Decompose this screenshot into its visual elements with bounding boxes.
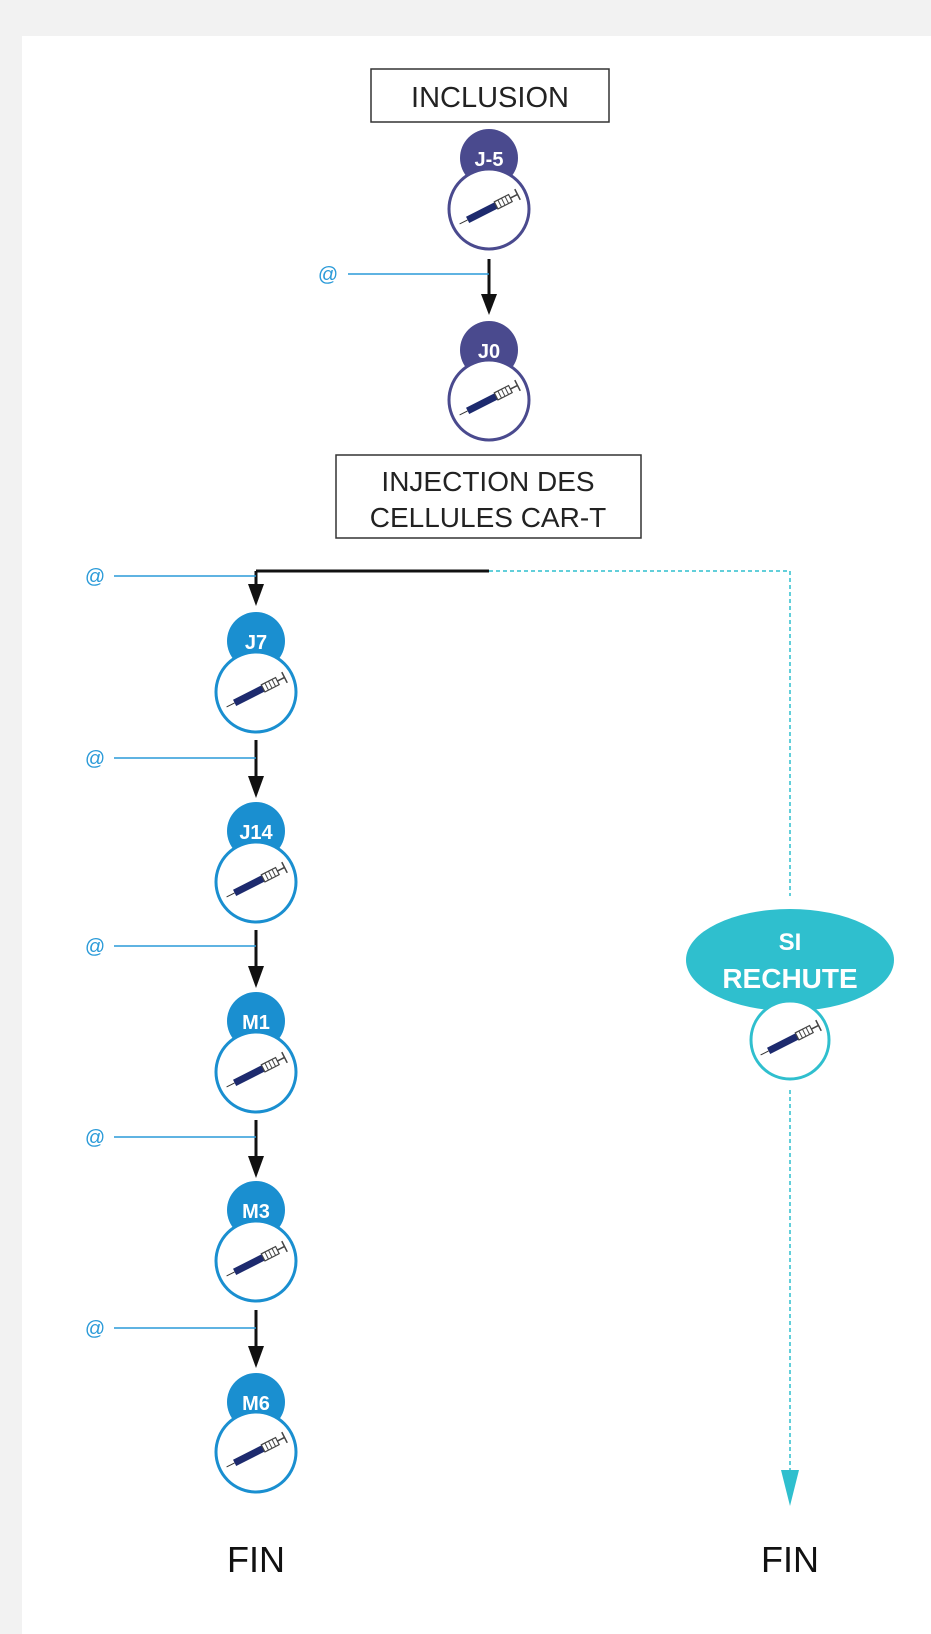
visit-label: J-5 — [475, 149, 504, 171]
injection-box: INJECTION DES CELLULES CAR-T — [335, 454, 642, 539]
arrow-down-icon — [248, 584, 264, 606]
visit-label: J14 — [239, 822, 273, 844]
visit-label: M6 — [242, 1393, 270, 1415]
email-marker: @ — [318, 264, 489, 286]
visit-label: M1 — [242, 1012, 270, 1034]
sheet — [22, 36, 931, 1634]
arrow-down-icon — [248, 1346, 264, 1368]
arrow-down-icon — [248, 776, 264, 798]
injection-label-line1: INJECTION DES — [381, 466, 594, 497]
at-sign-icon: @ — [85, 1318, 105, 1340]
end-label-main: FIN — [227, 1539, 285, 1580]
email-marker: @ — [85, 936, 256, 958]
visit-node-j0: J0 — [447, 321, 531, 442]
visit-node-j7: J7 — [214, 612, 298, 734]
relapse-node: SI RECHUTE — [686, 909, 894, 1081]
visit-label: M3 — [242, 1201, 270, 1223]
email-marker: @ — [85, 1318, 256, 1340]
visit-node-m6: M6 — [214, 1373, 298, 1494]
arrow-down-icon — [248, 1156, 264, 1178]
relapse-label-line1: SI — [779, 929, 802, 956]
flow-arrowheads — [248, 294, 497, 1368]
at-sign-icon: @ — [85, 1127, 105, 1149]
email-markers: @ @ @ @ @ @ — [85, 264, 489, 1340]
end-label-relapse: FIN — [761, 1539, 819, 1580]
arrow-down-icon — [248, 966, 264, 988]
injection-label-line2: CELLULES CAR-T — [370, 502, 607, 533]
visit-node-j14: J14 — [214, 802, 298, 924]
visit-node-m1: M1 — [214, 992, 298, 1114]
at-sign-icon: @ — [85, 566, 105, 588]
email-marker: @ — [85, 1127, 256, 1149]
visit-node-m3: M3 — [214, 1181, 298, 1303]
email-marker: @ — [85, 566, 256, 588]
relapse-label-line2: RECHUTE — [722, 963, 857, 994]
visit-label: J7 — [245, 632, 267, 654]
arrow-down-icon — [781, 1470, 799, 1506]
visit-label: J0 — [478, 341, 500, 363]
inclusion-box: INCLUSION — [370, 68, 610, 123]
at-sign-icon: @ — [318, 264, 338, 286]
inclusion-label: INCLUSION — [411, 82, 569, 114]
visit-node-j-5: J-5 — [447, 129, 531, 251]
email-marker: @ — [85, 748, 256, 770]
at-sign-icon: @ — [85, 936, 105, 958]
relapse-branch — [489, 570, 791, 1478]
arrow-down-icon — [481, 294, 497, 315]
at-sign-icon: @ — [85, 748, 105, 770]
